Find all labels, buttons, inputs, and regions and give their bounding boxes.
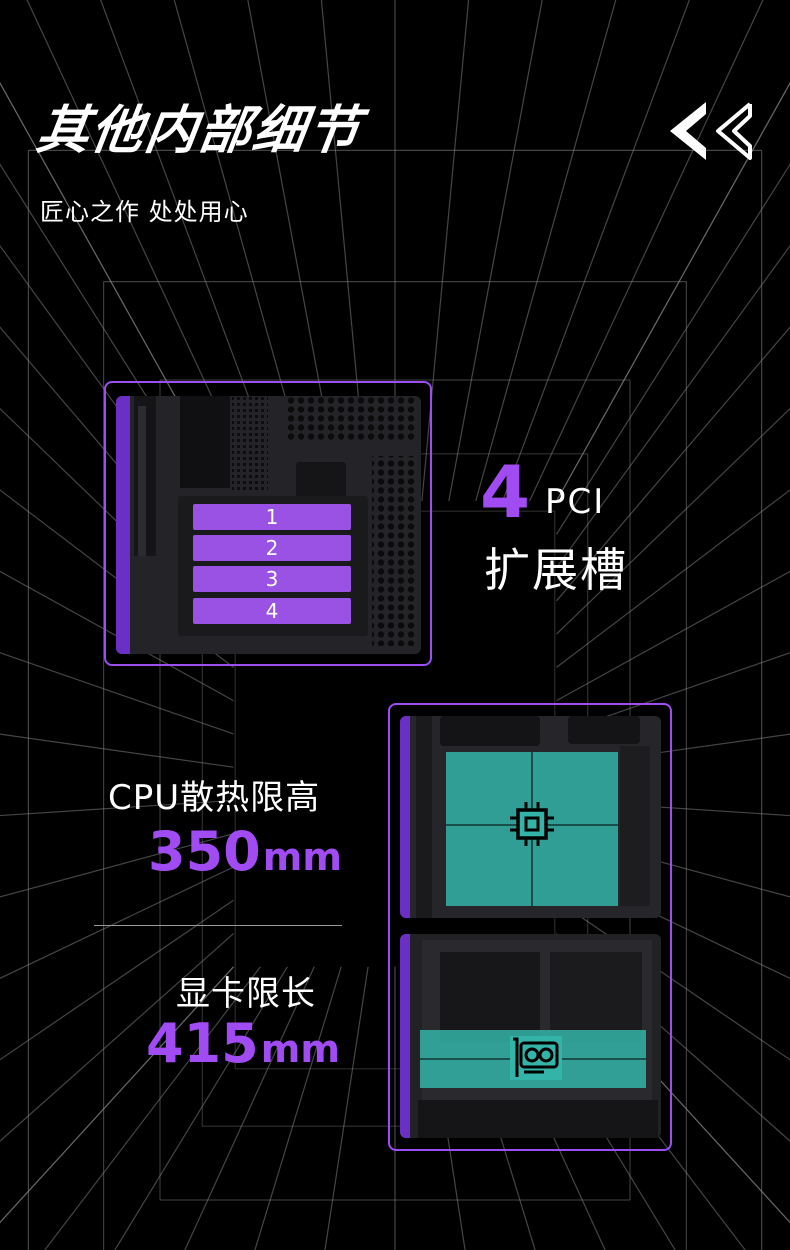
cpu-cooler-value-row: 350mm (148, 820, 342, 883)
cpu-cooler-unit: mm (262, 835, 342, 879)
pci-slot-4: 4 (193, 598, 351, 624)
cpu-chip-icon (507, 799, 557, 849)
gpu-length-value-row: 415mm (146, 1012, 340, 1075)
pci-slot-3: 3 (193, 566, 351, 592)
clearance-image-frame (388, 703, 672, 1151)
cpu-cooler-value: 350 (148, 820, 261, 883)
pci-label: PCI (545, 482, 606, 522)
graphics-card-icon (510, 1036, 562, 1080)
gpu-length-unit: mm (260, 1027, 340, 1071)
page-subtitle: 匠心之作 处处用心 (40, 198, 249, 226)
pci-slot-2: 2 (193, 535, 351, 561)
page-title: 其他内部细节 (33, 101, 366, 161)
gpu-length-label: 显卡限长 (176, 974, 316, 1014)
double-chevron-left-icon (668, 100, 754, 162)
pci-image-frame (104, 381, 432, 666)
pci-slot-1: 1 (193, 504, 351, 530)
section-divider (94, 925, 342, 926)
cpu-cooler-label: CPU散热限高 (108, 778, 321, 818)
pci-slot-count: 4 (480, 450, 531, 534)
pci-caption: 扩展槽 (484, 543, 628, 597)
gpu-length-value: 415 (146, 1012, 259, 1075)
